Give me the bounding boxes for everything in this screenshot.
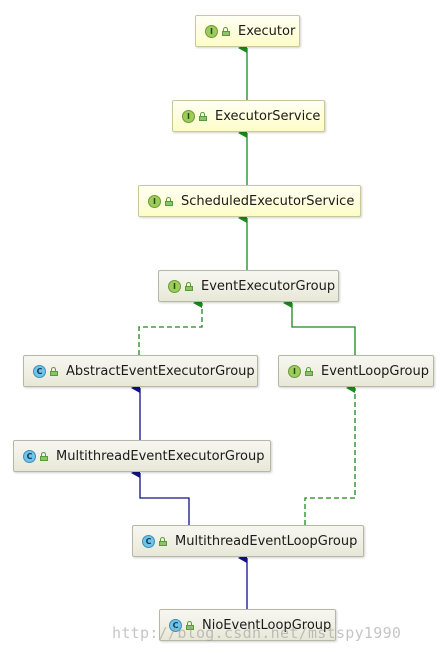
node-abstract-event-executor-group[interactable]: C AbstractEventExecutorGroup bbox=[23, 355, 258, 387]
edge-event-loop-group-to-event-executor-group bbox=[283, 298, 356, 355]
interface-icon: I bbox=[182, 109, 195, 123]
lock-icon bbox=[165, 196, 173, 206]
node-label: EventLoopGroup bbox=[321, 363, 429, 379]
lock-icon bbox=[305, 366, 313, 376]
lock-icon bbox=[199, 111, 207, 121]
edge-abstract-event-executor-group-to-event-executor-group bbox=[138, 298, 203, 355]
class-icon: C bbox=[23, 449, 36, 463]
node-label: MultithreadEventLoopGroup bbox=[175, 533, 358, 549]
node-event-executor-group[interactable]: I EventExecutorGroup bbox=[158, 270, 339, 302]
lock-icon bbox=[50, 366, 58, 376]
node-label: Executor bbox=[238, 23, 296, 39]
class-icon: C bbox=[33, 364, 46, 378]
node-label: EventExecutorGroup bbox=[201, 278, 336, 294]
node-multithread-event-loop-group[interactable]: C MultithreadEventLoopGroup bbox=[132, 525, 364, 557]
edge-multithread-event-loop-group-to-event-loop-group bbox=[304, 383, 356, 525]
lock-icon bbox=[222, 26, 230, 36]
watermark: http://blog.csdn.net/mstspy1990 bbox=[112, 624, 402, 642]
lock-icon bbox=[185, 281, 193, 291]
edge-multithread-event-loop-group-to-multithread-event-executor-group bbox=[131, 468, 190, 525]
class-icon: C bbox=[142, 534, 155, 548]
node-label: MultithreadEventExecutorGroup bbox=[56, 448, 265, 464]
node-label: ExecutorService bbox=[215, 108, 321, 124]
interface-icon: I bbox=[288, 364, 301, 378]
class-icon: C bbox=[169, 618, 182, 632]
interface-icon: I bbox=[168, 279, 181, 293]
node-label: AbstractEventExecutorGroup bbox=[66, 363, 255, 379]
node-executor[interactable]: I Executor bbox=[195, 15, 300, 47]
node-executor-service[interactable]: I ExecutorService bbox=[172, 100, 325, 132]
interface-icon: I bbox=[148, 194, 161, 208]
node-scheduled-executor-service[interactable]: I ScheduledExecutorService bbox=[138, 185, 361, 217]
lock-icon bbox=[186, 620, 194, 630]
lock-icon bbox=[159, 536, 167, 546]
node-label: ScheduledExecutorService bbox=[181, 193, 355, 209]
node-label: NioEventLoopGroup bbox=[202, 617, 332, 633]
node-event-loop-group[interactable]: I EventLoopGroup bbox=[278, 355, 434, 387]
interface-icon: I bbox=[205, 24, 218, 38]
lock-icon bbox=[40, 451, 48, 461]
node-nio-event-loop-group[interactable]: C NioEventLoopGroup bbox=[159, 609, 336, 641]
node-multithread-event-executor-group[interactable]: C MultithreadEventExecutorGroup bbox=[13, 440, 271, 472]
